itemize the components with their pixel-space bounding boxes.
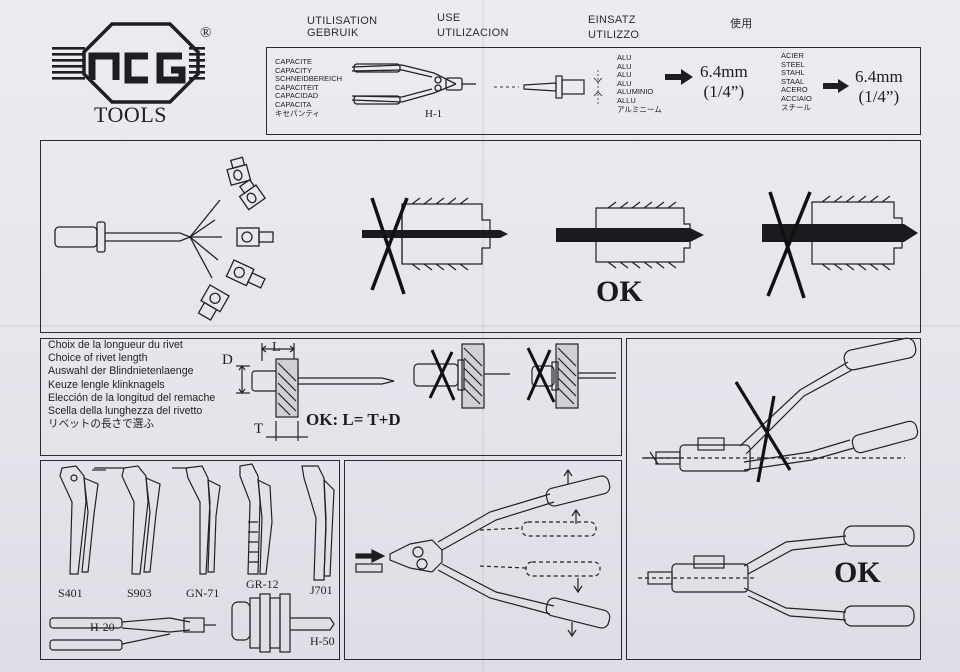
steel-label: STAHL [781, 68, 805, 78]
capacity-label: CAPACITE [275, 57, 312, 66]
header-line: UTILISATION [307, 15, 378, 27]
alu-label: ALU [617, 70, 632, 80]
instruction-line: Scella della lunghezza del rivetto [48, 405, 203, 418]
capacity-label: CAPACITY [275, 65, 312, 75]
tool-operation-panel [344, 460, 622, 660]
steel-label: ACCIAIO [781, 93, 812, 103]
model-label-j701: J701 [310, 583, 333, 597]
capacity-label-list: CAPACITE CAPACITY SCHNEIDBEREICH CAPACIT… [275, 57, 343, 118]
header-line: UTILIZACION [437, 27, 509, 39]
paper-fold-vertical [482, 0, 484, 672]
nosepiece-wrong-small-illustration [362, 197, 508, 295]
rivet-length-instructions: Choix de la longueur du rivet Choice of … [48, 339, 215, 431]
nosepiece-panel [40, 140, 921, 333]
model-label-gr12: GR-12 [246, 577, 279, 591]
steel-label: ACIER [781, 51, 804, 60]
rivet-length-wrong-short-illustration [413, 343, 510, 409]
logo-mark: ® [52, 22, 211, 104]
instruction-line: Choix de la longueur du rivet [48, 339, 183, 351]
alu-label: ALU [617, 78, 632, 88]
header-utilisation: UTILISATION GEBRUIK [307, 15, 377, 39]
capacity-label: キセパンティ [275, 108, 320, 118]
alu-label: ALLU [617, 95, 636, 105]
alu-label: ALU [617, 53, 632, 62]
capacity-label: CAPACITEIT [275, 82, 319, 92]
tool-operation-illustration [355, 468, 611, 638]
steel-capacity-inch: (1/4”) [858, 87, 900, 106]
model-label-h50: H-50 [310, 634, 335, 648]
capacity-rivet-icon [494, 70, 603, 104]
header-japanese: 使用 [730, 18, 753, 30]
header-line: GEBRUIK [307, 27, 359, 39]
registered-mark: ® [200, 25, 211, 41]
dimension-label-t: T [254, 421, 264, 437]
rivet-length-diagram [236, 343, 395, 441]
header-einsatz: EINSATZ UTILIZZO [588, 14, 639, 41]
header-use: USE UTILIZACION [437, 12, 509, 39]
models-panel [40, 460, 340, 660]
steel-capacity-mm: 6.4mm [855, 67, 903, 86]
steel-label: STEEL [781, 59, 805, 69]
handle-operation-panel [626, 338, 921, 660]
capacity-label: SCHNEIDBEREICH [275, 74, 343, 84]
instruction-line: Choice of rivet length [48, 352, 148, 365]
rivet-with-nosepieces-illustration [54, 156, 274, 321]
instruction-line: リベットの長さで選ふ [48, 418, 154, 431]
nosepiece-wrong-large-illustration [762, 191, 918, 299]
alu-label: ALU [617, 61, 632, 71]
steel-label: スチール [781, 102, 811, 112]
header-line: 使用 [730, 18, 753, 30]
header-line: EINSATZ [588, 14, 636, 26]
model-label-s903: S903 [127, 586, 152, 600]
rivet-length-wrong-long-illustration [526, 343, 616, 409]
alu-capacity-value: 6.4mm (1/4”) [700, 62, 748, 102]
capacity-panel [266, 47, 921, 135]
arrow-right-icon [665, 69, 693, 85]
steel-capacity-value: 6.4mm (1/4”) [855, 67, 903, 107]
header-line: UTILIZZO [588, 29, 640, 41]
nosepiece-ok-label: OK [596, 275, 643, 308]
header-line: USE [437, 12, 461, 24]
dimension-label-l: L [272, 340, 281, 355]
instruction-line: Auswahl der Blindnietenlaenge [48, 365, 194, 378]
dimension-label-d: D [222, 352, 233, 368]
rivet-length-panel [40, 338, 622, 456]
capacity-label: CAPACIDAD [275, 91, 319, 101]
tool-code-h1: H-1 [425, 108, 443, 120]
instruction-line: Elección de la longitud del remache [48, 391, 216, 404]
brand-logo: ® TOOLS [52, 18, 222, 130]
handle-correct-illustration [638, 525, 915, 627]
capacity-label: CAPACITA [275, 99, 312, 109]
rivet-length-formula: OK: L= T+D [306, 410, 401, 429]
steel-label: ACERO [781, 85, 808, 95]
steel-label-list: ACIER STEEL STAHL STAAL ACERO ACCIAIO スチ… [781, 51, 812, 112]
instruction-line: Keuze lengle klinknagels [48, 378, 165, 391]
alu-capacity-mm: 6.4mm [700, 62, 748, 81]
h1-rivet-tool-illustration [351, 63, 476, 105]
nosepiece-correct-illustration [556, 201, 704, 269]
model-label-h20: H-20 [90, 620, 115, 634]
handle-ok-label: OK [834, 556, 881, 589]
rivet-tool-models-illustration [49, 463, 335, 653]
paper-fold-horizontal [0, 325, 960, 327]
arrow-right-icon [823, 79, 849, 93]
model-label-s401: S401 [58, 586, 83, 600]
model-label-gn71: GN-71 [186, 586, 220, 600]
alu-label-list: ALU ALU ALU ALU ALUMINIO ALLU アルミニーム [617, 53, 662, 114]
brand-tools-label: TOOLS [94, 102, 167, 127]
alu-label: アルミニーム [617, 104, 662, 114]
alu-label: ALUMINIO [617, 87, 654, 97]
handle-wrong-illustration [642, 337, 919, 483]
steel-label: STAAL [781, 76, 805, 86]
alu-capacity-inch: (1/4”) [703, 82, 745, 101]
